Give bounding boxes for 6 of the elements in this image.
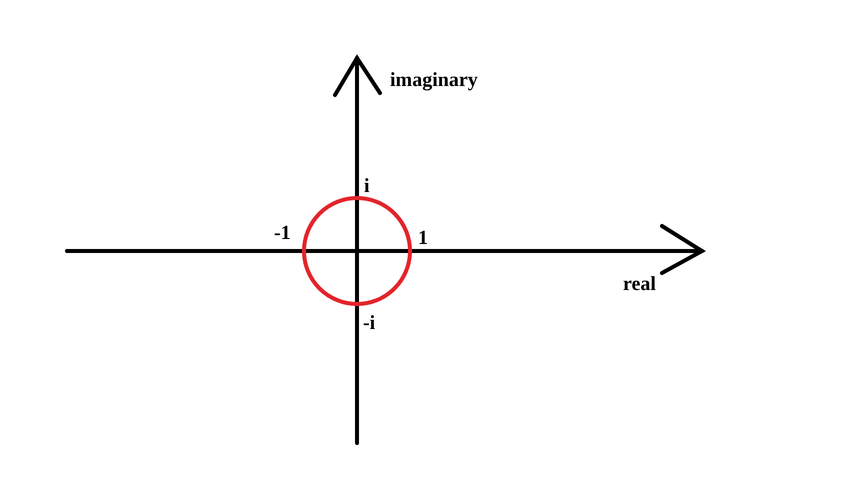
point-label: i (364, 175, 370, 197)
axis-label: real (623, 273, 656, 295)
point-label: -1 (274, 222, 291, 244)
axis-label: imaginary (390, 69, 478, 91)
point-label: 1 (418, 227, 428, 249)
point-label: -i (363, 312, 376, 334)
